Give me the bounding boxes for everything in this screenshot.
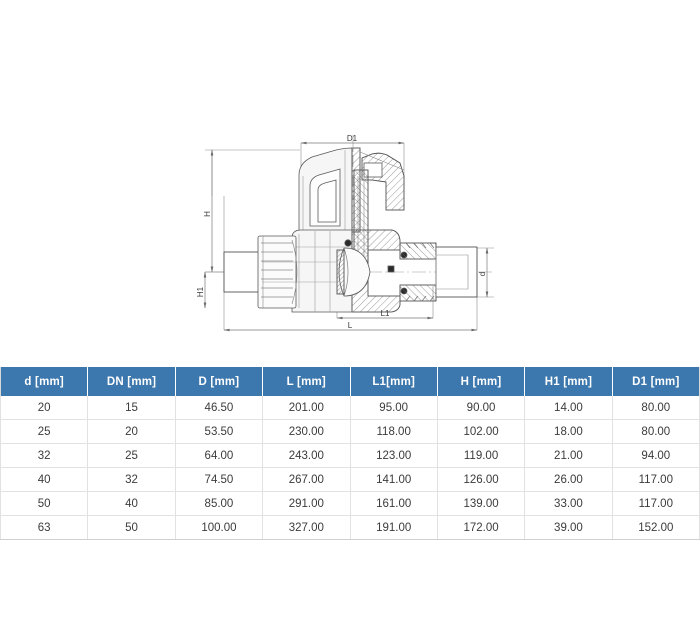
cell-d: 50 (0, 491, 89, 516)
table-row: 63 50 100.00 327.00 191.00 172.00 39.00 … (0, 515, 700, 540)
dimension-table: d [mm] DN [mm] D [mm] L [mm] L1[mm] H [m… (0, 367, 700, 540)
cell-d-major: 53.50 (174, 419, 264, 444)
table-body: 20 15 46.50 201.00 95.00 90.00 14.00 80.… (0, 396, 700, 540)
cell-l1: 123.00 (349, 443, 438, 468)
cell-d: 20 (0, 396, 89, 420)
dimension-table-container: d [mm] DN [mm] D [mm] L [mm] L1[mm] H [m… (0, 367, 700, 540)
technical-drawing: D1 H H1 L1 L d (196, 134, 494, 332)
dim-label-d1: D1 (347, 134, 358, 143)
table-row: 20 15 46.50 201.00 95.00 90.00 14.00 80.… (0, 396, 700, 420)
cell-d1: 117.00 (611, 491, 700, 516)
table-row: 32 25 64.00 243.00 123.00 119.00 21.00 9… (0, 443, 700, 468)
dim-label-l1: L1 (381, 309, 390, 318)
dim-label-h: H (203, 211, 212, 217)
column-header-h: H [mm] (436, 367, 526, 396)
cell-dn: 20 (87, 419, 176, 444)
cell-d1: 80.00 (611, 419, 700, 444)
table-row: 50 40 85.00 291.00 161.00 139.00 33.00 1… (0, 491, 700, 516)
cell-l: 201.00 (262, 396, 351, 420)
cell-d: 63 (0, 515, 89, 540)
cell-d-major: 64.00 (174, 443, 264, 468)
cell-d1: 80.00 (611, 396, 700, 420)
cell-d: 40 (0, 467, 89, 492)
cell-l1: 191.00 (349, 515, 438, 540)
column-header-l: L [mm] (262, 367, 351, 396)
cell-h: 119.00 (436, 443, 526, 468)
cell-d1: 117.00 (611, 467, 700, 492)
cell-dn: 40 (87, 491, 176, 516)
cell-d1: 94.00 (611, 443, 700, 468)
cell-h: 172.00 (436, 515, 526, 540)
cell-l: 291.00 (262, 491, 351, 516)
cell-d-major: 74.50 (174, 467, 264, 492)
cell-d-major: 100.00 (174, 515, 264, 540)
cell-h1: 26.00 (524, 467, 613, 492)
cell-h1: 18.00 (524, 419, 613, 444)
cell-l1: 118.00 (349, 419, 438, 444)
cell-dn: 25 (87, 443, 176, 468)
cell-h: 126.00 (436, 467, 526, 492)
cell-l: 230.00 (262, 419, 351, 444)
column-header-d-major: D [mm] (174, 367, 264, 396)
dim-label-h1: H1 (196, 286, 205, 297)
cell-l1: 161.00 (349, 491, 438, 516)
cell-dn: 32 (87, 467, 176, 492)
cell-d1: 152.00 (611, 515, 700, 540)
cell-h1: 14.00 (524, 396, 613, 420)
cell-d-major: 85.00 (174, 491, 264, 516)
valve-section-drawing: D1 H H1 L1 L d (196, 134, 494, 332)
cell-l1: 141.00 (349, 467, 438, 492)
cell-l: 243.00 (262, 443, 351, 468)
cell-dn: 15 (87, 396, 176, 420)
cell-d: 25 (0, 419, 89, 444)
table-row: 40 32 74.50 267.00 141.00 126.00 26.00 1… (0, 467, 700, 492)
column-header-l1: L1[mm] (349, 367, 438, 396)
dim-label-d: d (478, 272, 487, 276)
cell-h1: 21.00 (524, 443, 613, 468)
dim-label-l: L (348, 321, 353, 330)
table-row: 25 20 53.50 230.00 118.00 102.00 18.00 8… (0, 419, 700, 444)
cell-h1: 39.00 (524, 515, 613, 540)
cell-l: 267.00 (262, 467, 351, 492)
cell-l1: 95.00 (349, 396, 438, 420)
table-header-row: d [mm] DN [mm] D [mm] L [mm] L1[mm] H [m… (0, 367, 700, 396)
column-header-dn: DN [mm] (87, 367, 176, 396)
column-header-h1: H1 [mm] (524, 367, 613, 396)
cell-h: 90.00 (436, 396, 526, 420)
cell-l: 327.00 (262, 515, 351, 540)
cell-h1: 33.00 (524, 491, 613, 516)
cell-dn: 50 (87, 515, 176, 540)
cell-h: 139.00 (436, 491, 526, 516)
cell-d: 32 (0, 443, 89, 468)
column-header-d1: D1 [mm] (611, 367, 700, 396)
cell-d-major: 46.50 (174, 396, 264, 420)
cell-h: 102.00 (436, 419, 526, 444)
column-header-d: d [mm] (0, 367, 89, 396)
